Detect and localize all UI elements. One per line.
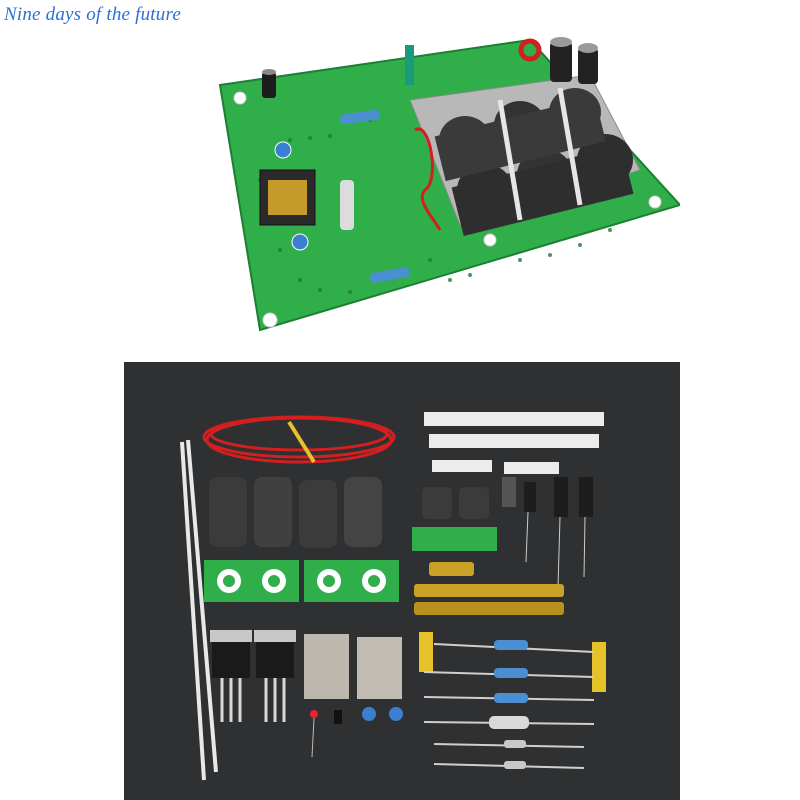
red-wire-coil [202, 415, 396, 464]
mounting-hole [233, 91, 247, 105]
yellow-capacitor [592, 642, 606, 692]
resistors [340, 109, 410, 283]
ferrite-tubes [209, 477, 382, 548]
trimmer [362, 707, 376, 721]
watermark-text: Nine days of the future [4, 4, 181, 25]
cable-ties [497, 87, 583, 221]
transformer-pcbs [204, 560, 399, 602]
small-transistor [334, 710, 342, 724]
small-capacitors [502, 477, 593, 588]
component-kit-photo [124, 362, 680, 800]
mounting-hole [483, 233, 497, 247]
smd-component-strips [424, 412, 604, 474]
small-pcb [412, 527, 497, 551]
assembled-board-photo [218, 37, 680, 332]
mounting-hole [262, 312, 278, 328]
led [310, 710, 318, 718]
trimmer [291, 233, 309, 251]
yellow-wire-tie [287, 420, 316, 464]
resistor-bodies [489, 640, 529, 769]
long-cable-ties [180, 439, 218, 781]
trimmer [274, 141, 292, 159]
mounting-hole [648, 195, 662, 209]
small-ferrite [422, 487, 452, 519]
thermal-pad [304, 634, 349, 699]
mosfet-transistors [210, 630, 296, 722]
red-toroid [518, 38, 542, 62]
yellow-capacitor [419, 632, 433, 672]
red-winding [414, 127, 442, 231]
thermal-pad [357, 637, 402, 699]
trimmer [389, 707, 403, 721]
film-capacitor [405, 45, 414, 85]
electrolytic-capacitors [262, 37, 598, 98]
small-ferrite [459, 487, 489, 519]
brass-standoffs [414, 562, 564, 615]
